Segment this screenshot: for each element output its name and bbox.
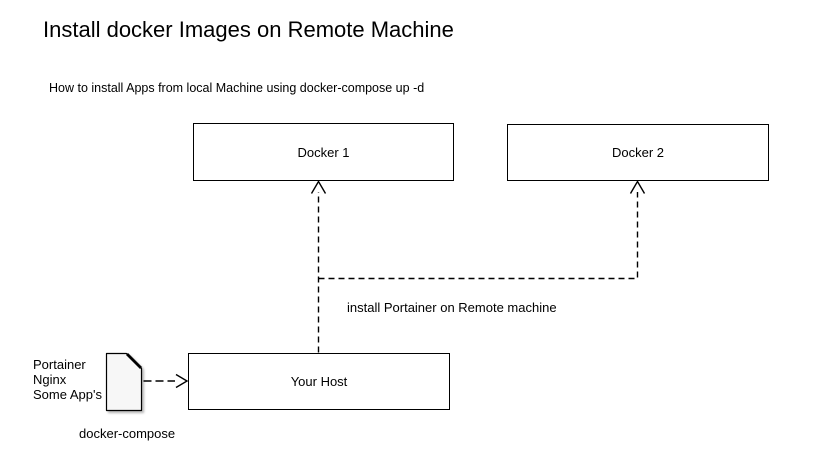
edge-label-install-portainer: install Portainer on Remote machine (347, 300, 557, 315)
node-docker-1: Docker 1 (193, 123, 454, 181)
connector-your-host-to-docker1 (310, 180, 327, 353)
file-content-item: Some App's (33, 387, 102, 402)
file-contents-list: Portainer Nginx Some App's (33, 357, 102, 402)
file-icon (105, 352, 143, 412)
page-title: Install docker Images on Remote Machine (43, 17, 454, 42)
connector-file-to-your-host (143, 373, 189, 389)
arrowhead-up-icon (629, 180, 646, 194)
arrowhead-right-icon (175, 373, 189, 389)
file-content-item: Nginx (33, 372, 67, 387)
folded-corner-icon (126, 353, 142, 369)
node-your-host: Your Host (188, 353, 450, 410)
node-docker-1-label: Docker 1 (297, 144, 350, 160)
arrowhead-up-icon (310, 180, 327, 194)
page-subtitle: How to install Apps from local Machine u… (49, 81, 425, 95)
connector-your-host-to-docker2 (318, 180, 646, 280)
file-caption: docker-compose (79, 426, 176, 441)
file-content-item: Portainer (33, 357, 86, 372)
node-your-host-label: Your Host (290, 374, 348, 389)
node-docker-2-label: Docker 2 (611, 145, 665, 160)
node-docker-2: Docker 2 (507, 124, 769, 181)
